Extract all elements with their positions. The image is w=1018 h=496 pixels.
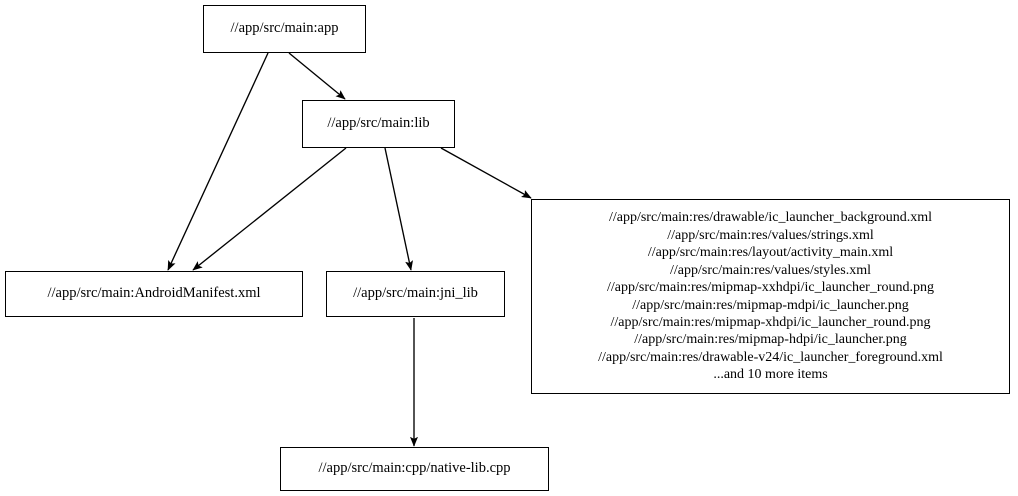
edge-app-to-lib [288, 52, 346, 100]
edge-group [167, 52, 532, 447]
node-jni-lib-label: //app/src/main:jni_lib [353, 285, 478, 302]
node-app[interactable]: //app/src/main:app [203, 5, 366, 53]
node-jni-lib[interactable]: //app/src/main:jni_lib [326, 271, 505, 317]
node-lib[interactable]: //app/src/main:lib [302, 100, 455, 148]
node-android-manifest-label: //app/src/main:AndroidManifest.xml [47, 285, 261, 302]
edge-app-to-manifest [167, 52, 269, 271]
edge-lib-to-manifest [192, 147, 347, 271]
node-native-lib-cpp[interactable]: //app/src/main:cpp/native-lib.cpp [280, 447, 549, 491]
node-resources[interactable]: //app/src/main:res/drawable/ic_launcher_… [531, 199, 1010, 394]
node-resources-label: //app/src/main:res/drawable/ic_launcher_… [598, 210, 943, 383]
edge-lib-to-jni-lib [384, 147, 413, 271]
edge-lib-to-resources [440, 147, 532, 199]
node-lib-label: //app/src/main:lib [327, 115, 430, 132]
node-app-label: //app/src/main:app [230, 20, 339, 37]
node-native-lib-cpp-label: //app/src/main:cpp/native-lib.cpp [318, 460, 511, 477]
node-android-manifest[interactable]: //app/src/main:AndroidManifest.xml [5, 271, 303, 317]
